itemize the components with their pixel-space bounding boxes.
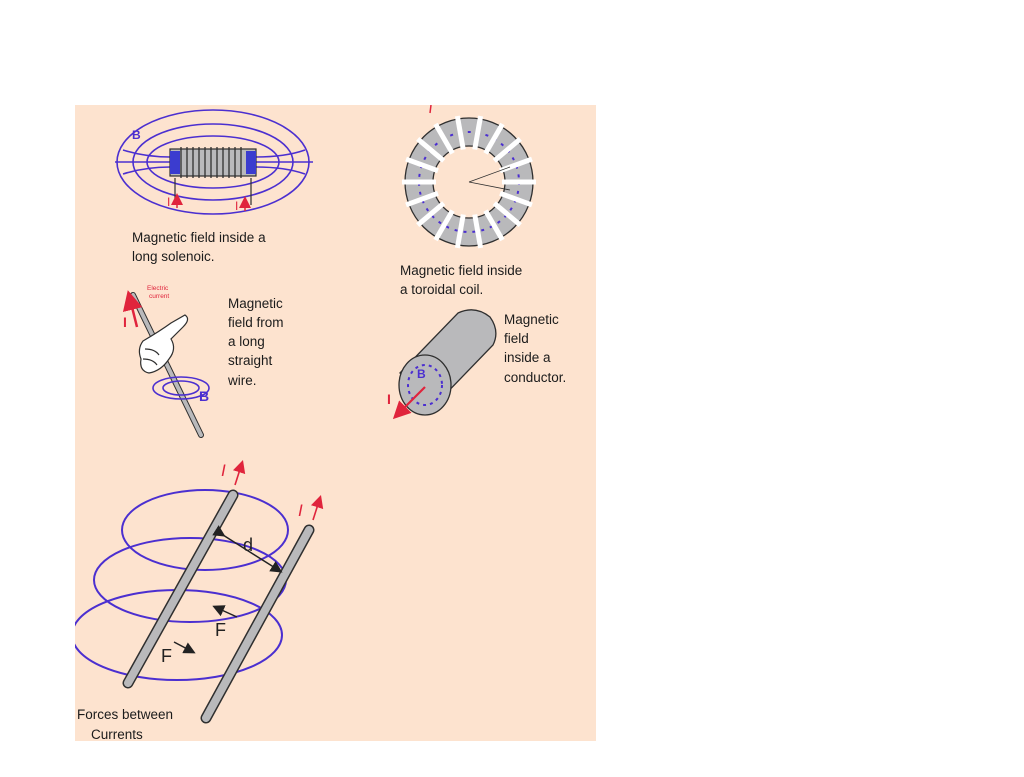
wire-current-label: I: [123, 314, 127, 330]
forces-current-label-left: I: [221, 461, 226, 480]
conductor-b-label: B: [417, 367, 426, 381]
electric-current-label-2: current: [149, 293, 169, 300]
wire-caption-line5: wire.: [227, 373, 257, 388]
toroid-winding: [416, 201, 446, 227]
toroid-winding: [454, 115, 466, 150]
forces-caption-line2: Currents: [91, 727, 143, 741]
toroid-winding: [483, 122, 505, 155]
toroid-winding: [472, 115, 484, 150]
toroid-winding: [492, 201, 522, 227]
toroid-winding: [454, 214, 466, 249]
solenoid-current-label-2: I: [235, 199, 238, 213]
forces-panel: I I d F F Forces between Currents: [75, 459, 324, 741]
magnetic-field-figure: B I I Magnetic field inside a long solen…: [75, 105, 596, 741]
conductor-current-label: I: [387, 391, 391, 407]
distance-label: d: [243, 535, 253, 555]
wire-field-rings: [152, 376, 210, 400]
parallel-wires-icon: [122, 489, 315, 724]
conductor-caption-line2: field: [504, 331, 529, 346]
toroid-winding: [433, 209, 455, 242]
solenoid-current-label-1: I: [167, 195, 170, 209]
toroid-winding: [433, 122, 455, 155]
straight-wire-panel: I Electric current B Magnetic field from…: [122, 285, 284, 438]
forces-caption-line1: Forces between: [77, 707, 173, 722]
solenoid-coil-icon: [169, 147, 257, 205]
toroid-panel: Magnetic field inside a toroidal coil.: [400, 105, 536, 297]
forces-current-label-right: I: [298, 501, 303, 520]
wire-b-label: B: [199, 388, 209, 404]
toroid-winding: [405, 156, 439, 174]
conductor-caption-line1: Magnetic: [504, 312, 559, 327]
wire-caption-line4: straight: [228, 353, 273, 368]
figure-canvas: B I I Magnetic field inside a long solen…: [75, 105, 566, 741]
wire-caption-line3: a long: [228, 334, 265, 349]
toroid-caption-line1: Magnetic field inside: [400, 263, 522, 278]
force-label-left: F: [161, 646, 172, 666]
force-label-right: F: [215, 620, 226, 640]
toroid-winding: [483, 209, 505, 242]
toroid-winding: [492, 137, 522, 163]
toroid-coil-icon: [402, 115, 536, 249]
toroid-caption-line2: a toroidal coil.: [400, 282, 483, 297]
toroid-winding: [405, 190, 439, 208]
wire-caption-line2: field from: [228, 315, 284, 330]
solenoid-b-label: B: [132, 128, 141, 142]
toroid-winding: [416, 137, 446, 163]
conductor-caption-line4: conductor.: [504, 370, 566, 385]
solenoid-panel: B I I Magnetic field inside a long solen…: [115, 109, 313, 264]
toroid-winding: [472, 214, 484, 249]
electric-current-label-1: Electric: [147, 285, 169, 292]
conductor-panel: B I Magnetic field inside a conductor.: [387, 309, 566, 420]
conductor-caption-line3: inside a: [504, 350, 551, 365]
solenoid-field-lines: [115, 109, 313, 215]
toroid-winding: [499, 190, 533, 208]
solenoid-caption-line1: Magnetic field inside a: [132, 230, 266, 245]
right-hand-icon: [138, 314, 189, 374]
wire-caption-line1: Magnetic: [228, 296, 283, 311]
solenoid-caption-line2: long solenoic.: [132, 249, 215, 264]
